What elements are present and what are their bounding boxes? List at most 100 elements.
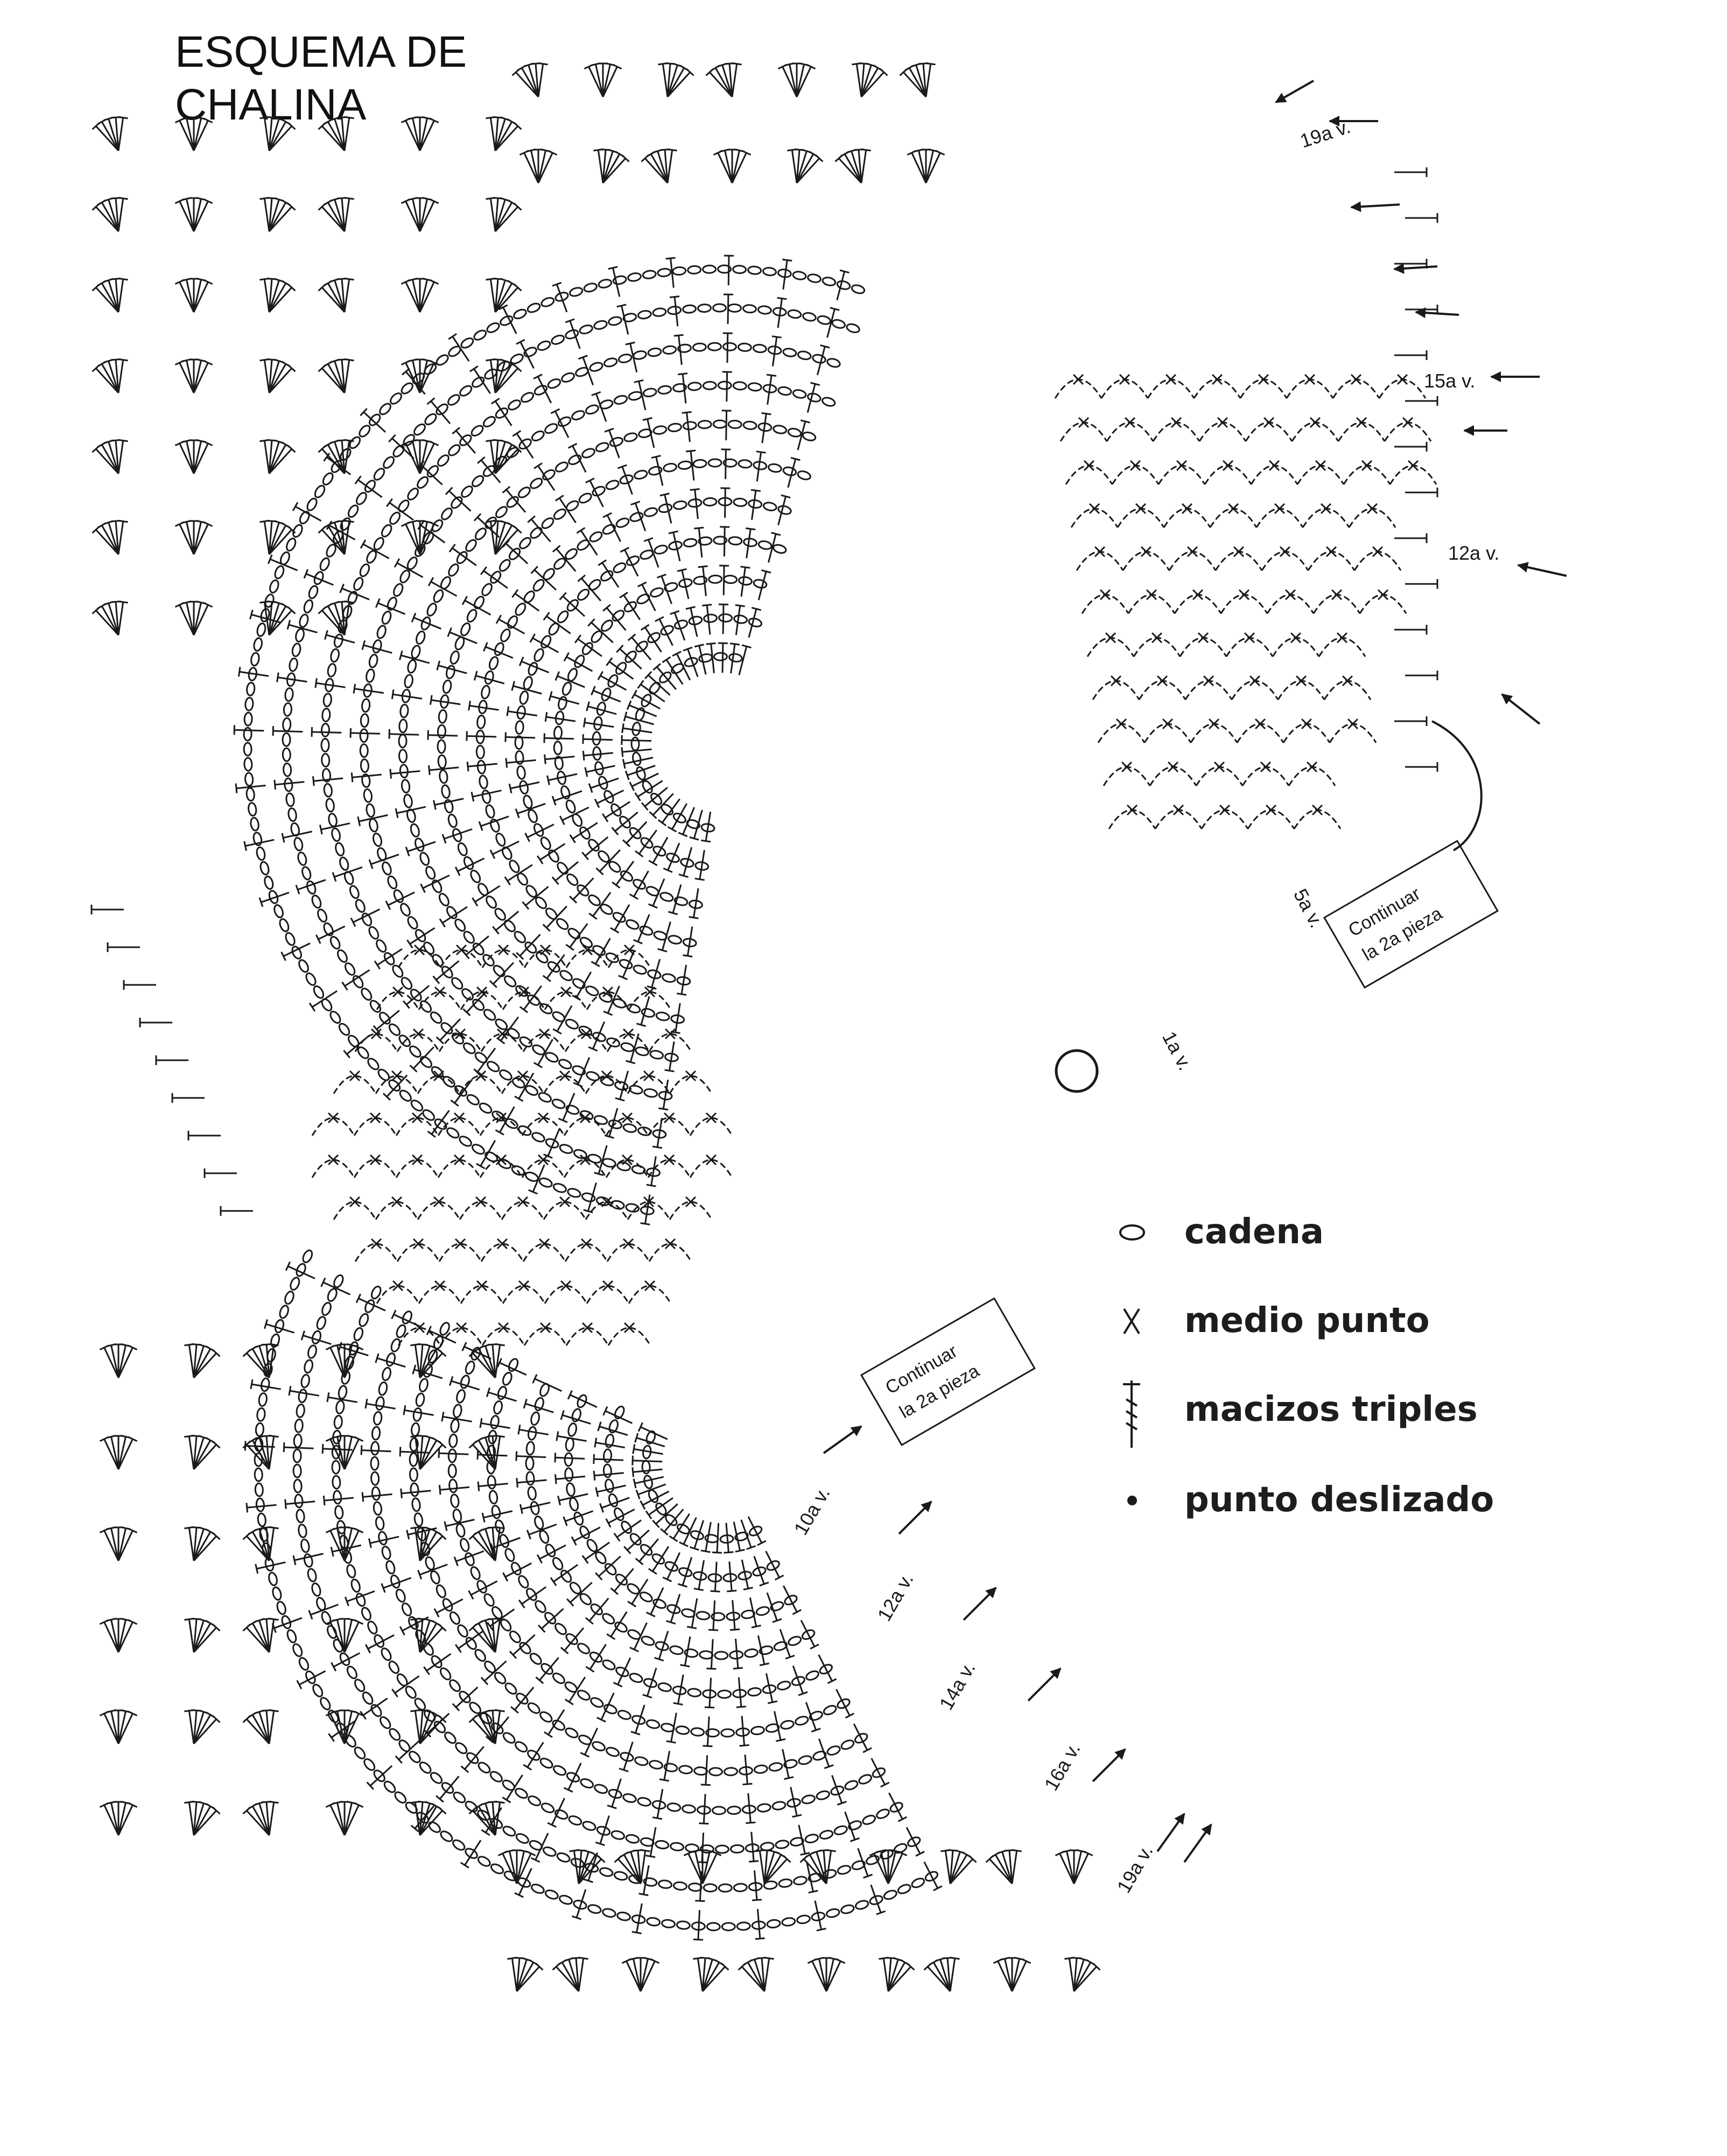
cluster-cap xyxy=(466,762,469,772)
single-crochet-stitch xyxy=(1258,374,1269,385)
chain-stitch xyxy=(736,1921,751,1931)
chain-stitch xyxy=(302,1249,313,1264)
chain-stitch xyxy=(672,383,687,393)
chain-stitch xyxy=(442,679,452,694)
cluster-stitch xyxy=(590,777,619,789)
cluster-stitch xyxy=(519,1428,549,1435)
cluster-cap xyxy=(558,1117,568,1123)
cluster-stitch xyxy=(494,525,513,555)
cluster-stitch xyxy=(236,785,266,790)
cluster-stitch xyxy=(634,693,661,710)
cluster-cap xyxy=(547,1822,557,1828)
chain-stitch xyxy=(387,596,397,611)
single-crochet-stitch xyxy=(518,986,530,998)
cluster-cap xyxy=(629,893,638,900)
chain-stitch xyxy=(626,555,640,566)
chain-stitch xyxy=(413,1512,424,1527)
cluster-stitch xyxy=(494,199,506,232)
cluster-cap xyxy=(686,1626,697,1630)
single-crochet-stitch xyxy=(454,1238,466,1250)
chain-stitch xyxy=(254,1467,263,1482)
cluster-cap xyxy=(495,1709,505,1713)
cluster-stitch xyxy=(578,1958,585,1992)
chain-stitch xyxy=(311,1330,321,1344)
cluster-cap xyxy=(453,1556,459,1567)
chain-stitch xyxy=(668,422,682,433)
cluster-stitch xyxy=(521,1586,547,1605)
cluster-cap xyxy=(406,939,413,949)
cluster-stitch xyxy=(193,602,202,636)
chain-stitch xyxy=(323,922,334,936)
pineapple-arch xyxy=(418,1285,462,1304)
cluster-cap xyxy=(410,1824,419,1833)
single-crochet-stitch xyxy=(1301,718,1312,730)
pineapple-arch xyxy=(1236,723,1284,743)
chain-stitch xyxy=(544,1612,557,1625)
cluster-cap xyxy=(428,765,431,776)
cluster-stitch xyxy=(472,1352,496,1379)
cluster-cap xyxy=(584,767,588,777)
cluster-stitch xyxy=(193,1528,205,1561)
chain-stitch xyxy=(747,265,762,275)
chain-stitch xyxy=(702,264,717,274)
cluster-stitch xyxy=(334,118,346,151)
cluster-stitch xyxy=(663,1751,671,1780)
cluster-cap xyxy=(472,897,479,907)
cluster-stitch xyxy=(179,201,195,232)
chain-stitch xyxy=(578,492,592,504)
cluster-cap xyxy=(659,1778,669,1782)
cluster-stitch xyxy=(631,637,652,661)
single-crochet-stitch xyxy=(621,1154,633,1166)
cluster-stitch xyxy=(825,1958,834,1992)
cluster-stitch xyxy=(918,150,927,184)
chain-stitch xyxy=(530,527,543,539)
cluster-stitch xyxy=(265,1527,270,1561)
cluster-cap xyxy=(489,980,497,988)
chain-stitch xyxy=(770,1601,784,1611)
cluster-cap xyxy=(452,1703,460,1711)
pineapple-arch xyxy=(563,1117,607,1136)
cluster-cap xyxy=(388,434,396,443)
cluster-cap xyxy=(771,532,781,536)
chain-stitch xyxy=(897,1884,911,1894)
chain-stitch xyxy=(629,1084,643,1095)
chain-stitch xyxy=(593,1115,608,1125)
chain-stitch xyxy=(529,1652,542,1665)
chain-stitch xyxy=(460,1375,470,1389)
cluster-stitch xyxy=(245,839,275,847)
cluster-cap xyxy=(689,916,699,919)
chain-stitch xyxy=(603,1704,617,1715)
cluster-cap xyxy=(364,1399,368,1409)
single-crochet-stitch xyxy=(1156,675,1168,687)
chain-stitch xyxy=(548,622,560,636)
chain-stitch xyxy=(539,1758,553,1769)
pineapple-arch xyxy=(395,1117,439,1136)
chain-stitch xyxy=(487,1061,500,1073)
cluster-stitch xyxy=(598,1145,608,1174)
cluster-stitch xyxy=(95,287,120,313)
cluster-stitch xyxy=(535,1833,549,1861)
cluster-stitch xyxy=(637,1483,666,1496)
cluster-cap xyxy=(569,896,578,904)
cluster-stitch xyxy=(593,689,621,703)
chain-stitch xyxy=(441,1782,454,1794)
cluster-stitch xyxy=(633,1468,663,1473)
cluster-stitch xyxy=(294,505,322,522)
cluster-stitch xyxy=(343,1436,353,1470)
chain-stitch xyxy=(370,1456,380,1471)
chain-stitch xyxy=(595,1551,607,1565)
chain-stitch xyxy=(248,802,257,817)
cluster-stitch xyxy=(429,1329,457,1344)
cluster-stitch xyxy=(478,1440,496,1470)
pineapple-arch xyxy=(1348,508,1396,528)
single-crochet-stitch xyxy=(1078,417,1090,428)
cluster-stitch xyxy=(735,1638,739,1668)
chain-stitch xyxy=(354,1746,366,1759)
chain-stitch xyxy=(533,648,544,662)
chain-stitch xyxy=(243,742,252,757)
cluster-stitch xyxy=(251,1531,270,1561)
single-crochet-stitch xyxy=(1124,417,1136,428)
chain-stitch xyxy=(376,939,387,953)
cluster-cap xyxy=(659,492,670,497)
chain-stitch xyxy=(544,1889,559,1900)
